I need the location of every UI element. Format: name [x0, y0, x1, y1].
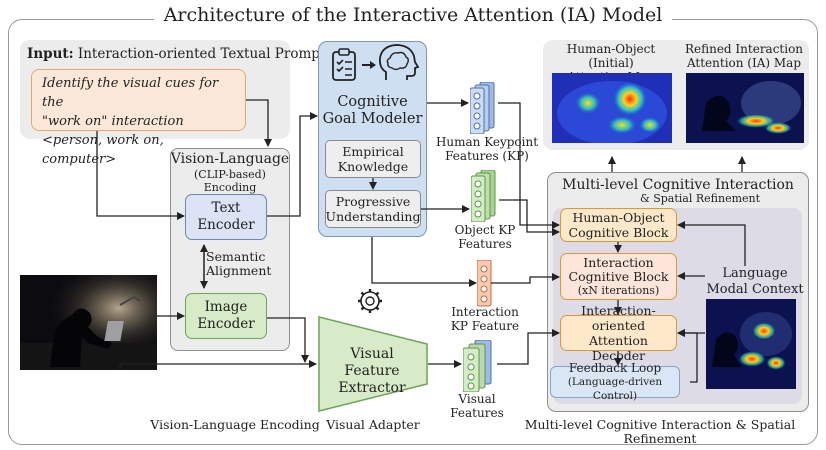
initial-attention-heatmap: [552, 73, 672, 143]
arrow-interaction-kp-to-block: [491, 273, 560, 284]
input-heading: Input: Interaction-oriented Textual Prom…: [27, 46, 326, 62]
object-kp-feature-stack: [471, 170, 496, 222]
visual-adapter-caption: Visual Adapter: [326, 417, 420, 432]
arrow-modeler-to-interaction-kp: [371, 237, 477, 287]
head-brain-icon: [378, 44, 420, 80]
arrow-object-kp-to-ho-block: [499, 199, 560, 236]
arrow-text-encoder-to-goal-modeler: [267, 112, 318, 217]
visual-features-stack: [463, 340, 492, 392]
prompt-line: Identify the visual cues for the: [42, 76, 219, 110]
feedback-loop-box: Feedback Loop (Language-driven Control): [550, 361, 680, 402]
cognitive-interaction-caption: Multi-level Cognitive Interaction & Spat…: [524, 417, 796, 447]
arrow-right-icon: [362, 61, 376, 69]
arrow-image-encoder-to-extractor: [267, 317, 309, 363]
arrow-language-to-ho: [677, 221, 746, 266]
vl-encoding-subtitle: (CLIP-based) Encoding: [194, 168, 266, 194]
arrow-feedback-to-decoder: [677, 329, 698, 383]
interaction-cognitive-block: Interaction Cognitive Block (xN iteratio…: [560, 253, 677, 300]
diagram-title: Architecture of the Interactive Attentio…: [0, 4, 826, 26]
arrow-human-kp-to-ho-block: [498, 102, 560, 229]
arrow-prompt-to-vl: [246, 99, 272, 147]
checklist-icon: [332, 48, 356, 81]
language-context-heatmap: [706, 299, 796, 389]
person-at-computer-illustration: [20, 275, 157, 370]
vl-encoding-caption: Vision-Language Encoding: [150, 417, 320, 432]
gear-brain-icon: [358, 289, 382, 313]
arrow-prompt-to-text-encoder: [96, 131, 185, 220]
visual-feature-extractor-shape: [318, 316, 428, 412]
prompt-line: "work on" interaction: [42, 114, 184, 129]
input-image: [20, 275, 157, 370]
cognitive-interaction-title: Multi-level Cognitive Interaction: [562, 177, 794, 193]
human-kp-feature-stack: [470, 82, 495, 134]
arrow-image-to-extractor: [119, 360, 317, 370]
vl-encoding-title: Vision-Language: [170, 151, 290, 167]
cognitive-interaction-subtitle: & Spatial Refinement: [639, 192, 761, 205]
refined-attention-heatmap: [686, 73, 804, 143]
arrow-visual-to-decoder: [497, 329, 560, 365]
